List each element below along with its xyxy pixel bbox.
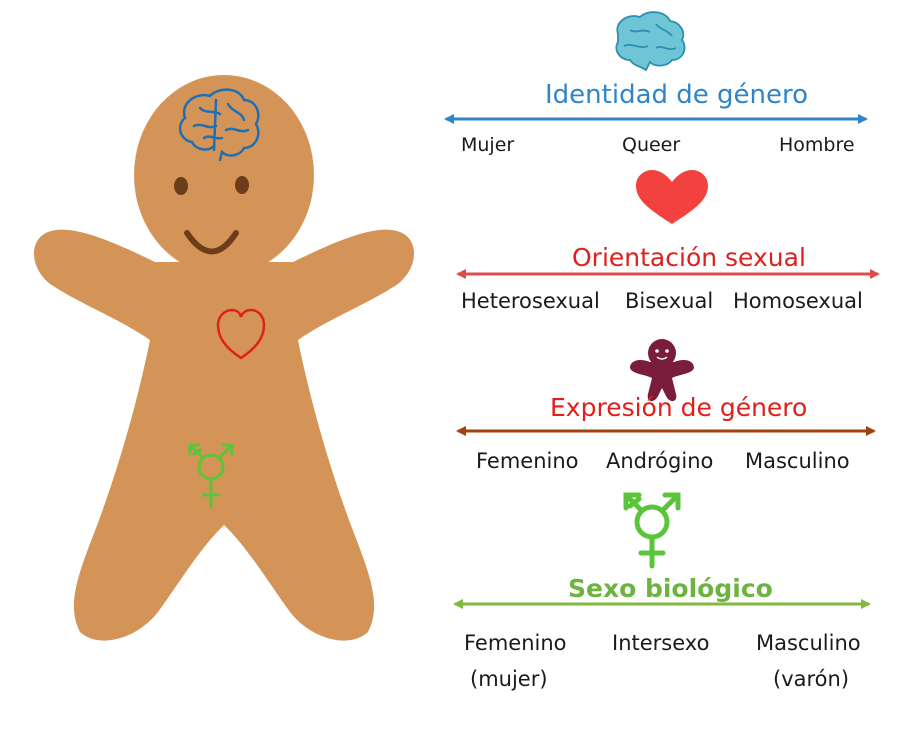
smile <box>184 230 239 255</box>
heart-outline-icon <box>216 308 266 360</box>
expression-label-right: Masculino <box>745 449 850 473</box>
gingerbread-body <box>33 229 415 641</box>
identity-label-middle: Queer <box>622 134 681 156</box>
orientation-label-middle: Bisexual <box>625 289 714 313</box>
transgender-symbol-icon-scale <box>623 492 681 569</box>
sex-sublabel-right: (varón) <box>773 667 850 691</box>
identity-label-left: Mujer <box>461 134 515 156</box>
right-eye <box>235 176 249 194</box>
gingerbread-person <box>33 75 415 641</box>
sex-label-left: Femenino <box>464 631 567 655</box>
sex-label-middle: Intersexo <box>612 631 710 655</box>
sex-sublabel-left: (mujer) <box>470 667 548 691</box>
brain-icon-scale <box>615 11 686 72</box>
transgender-symbol-icon <box>188 443 234 508</box>
heart-icon <box>636 170 708 224</box>
brain-icon <box>178 88 260 162</box>
orientation-label-left: Heterosexual <box>461 289 600 313</box>
gingerbread-person-icon <box>630 339 694 402</box>
gingerbread-head <box>134 75 314 275</box>
orientation-title: Orientación sexual <box>572 243 806 272</box>
sex-title: Sexo biológico <box>568 574 773 603</box>
sex-label-right: Masculino <box>756 631 861 655</box>
identity-title: Identidad de género <box>545 80 809 110</box>
orientation-label-right: Homosexual <box>733 289 863 313</box>
left-eye <box>174 177 188 195</box>
identity-label-right: Hombre <box>779 134 855 156</box>
expression-title: Expresión de género <box>550 393 808 422</box>
expression-label-middle: Andrógino <box>606 449 714 473</box>
expression-label-left: Femenino <box>476 449 579 473</box>
